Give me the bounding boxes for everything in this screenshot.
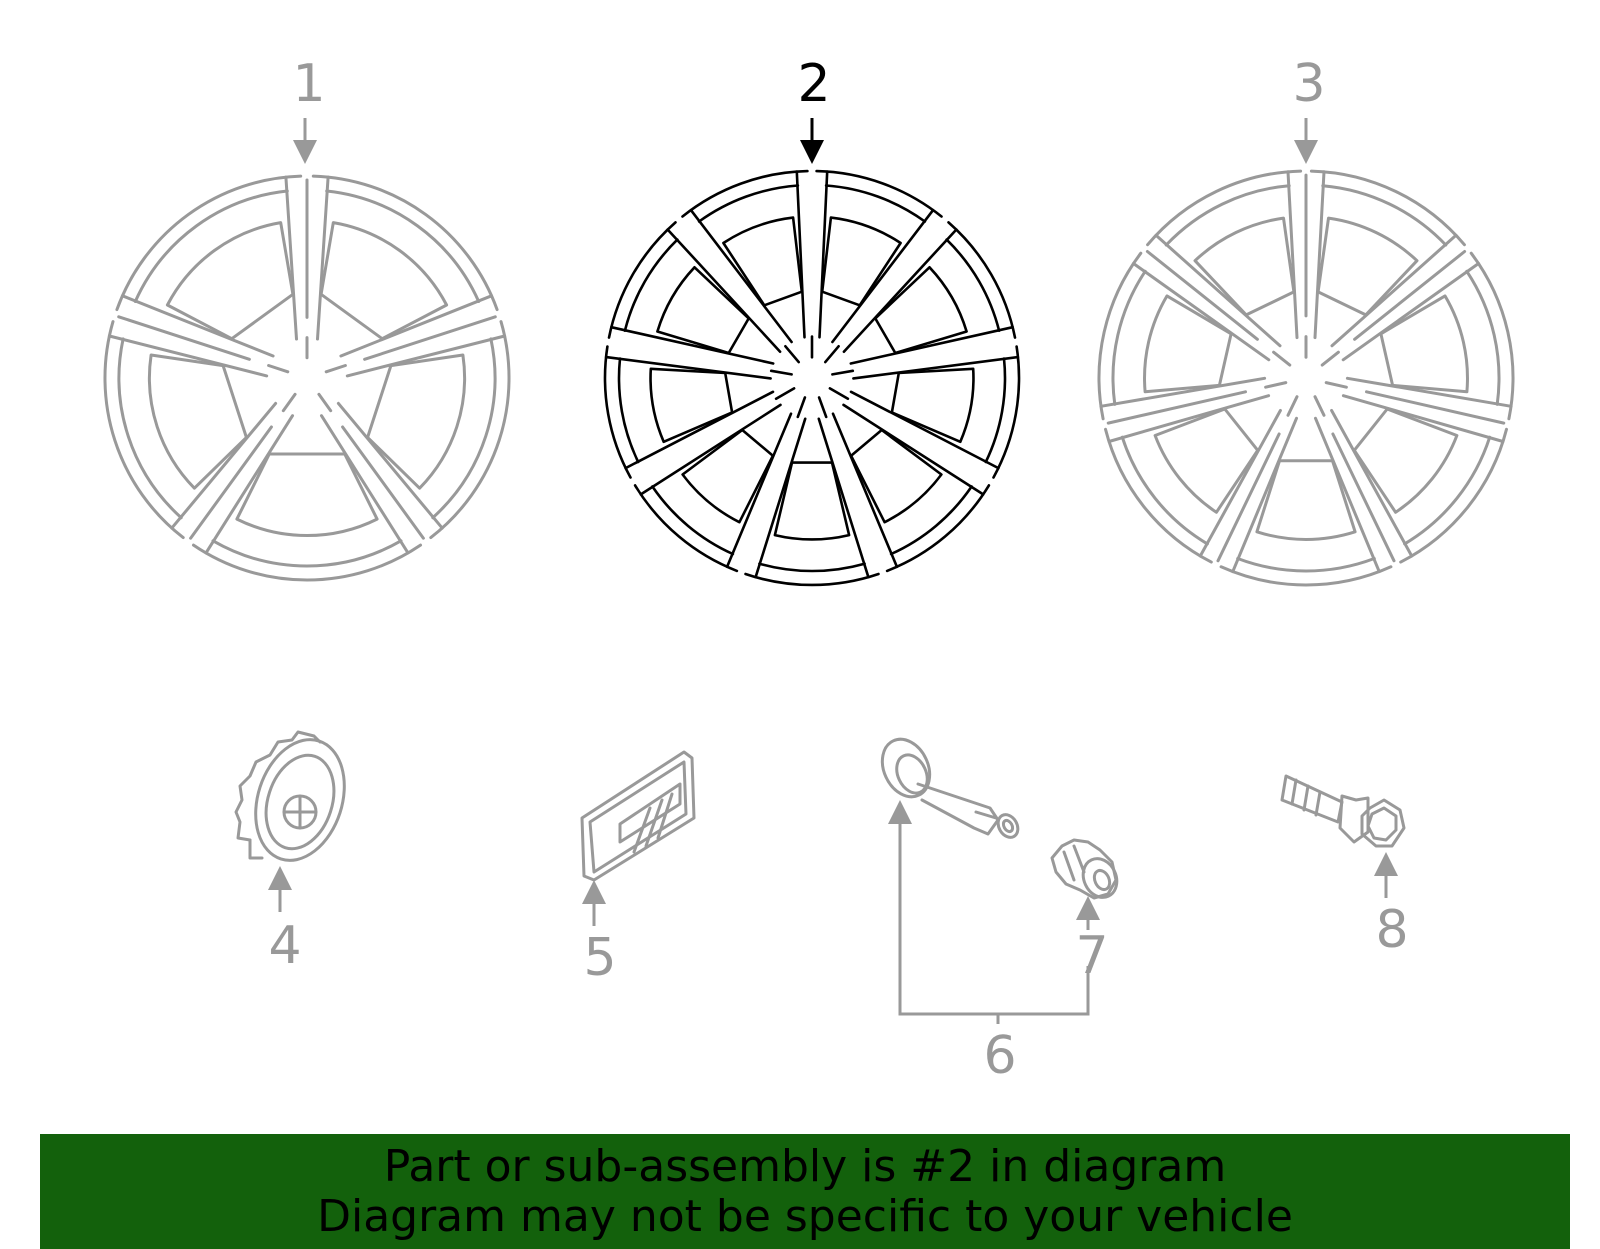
info-banner: Part or sub-assembly is #2 in diagram Di… — [40, 1134, 1570, 1249]
callout-5[interactable]: 5 — [583, 928, 617, 988]
callout-4[interactable]: 4 — [268, 916, 302, 976]
wheel-2-icon[interactable] — [603, 169, 1021, 587]
wheel-bolt-icon[interactable] — [1280, 774, 1406, 848]
badge-icon[interactable] — [580, 750, 696, 882]
callout-3[interactable]: 3 — [1292, 54, 1326, 114]
callout-7[interactable]: 7 — [1075, 926, 1109, 986]
callout-2[interactable]: 2 — [797, 54, 831, 114]
center-cap-icon[interactable] — [234, 728, 359, 872]
callout-1[interactable]: 1 — [292, 54, 326, 114]
wheel-3-icon[interactable] — [1097, 169, 1515, 587]
bracket-6 — [898, 806, 1090, 1016]
banner-line-1: Part or sub-assembly is #2 in diagram — [383, 1140, 1227, 1192]
tpms-valve-icon[interactable] — [873, 732, 1021, 841]
valve-cap-icon[interactable] — [1050, 838, 1123, 903]
callout-6[interactable]: 6 — [983, 1026, 1017, 1086]
banner-line-2: Diagram may not be specific to your vehi… — [317, 1190, 1293, 1242]
wheel-1-icon[interactable] — [103, 174, 511, 582]
callout-8[interactable]: 8 — [1375, 900, 1409, 960]
